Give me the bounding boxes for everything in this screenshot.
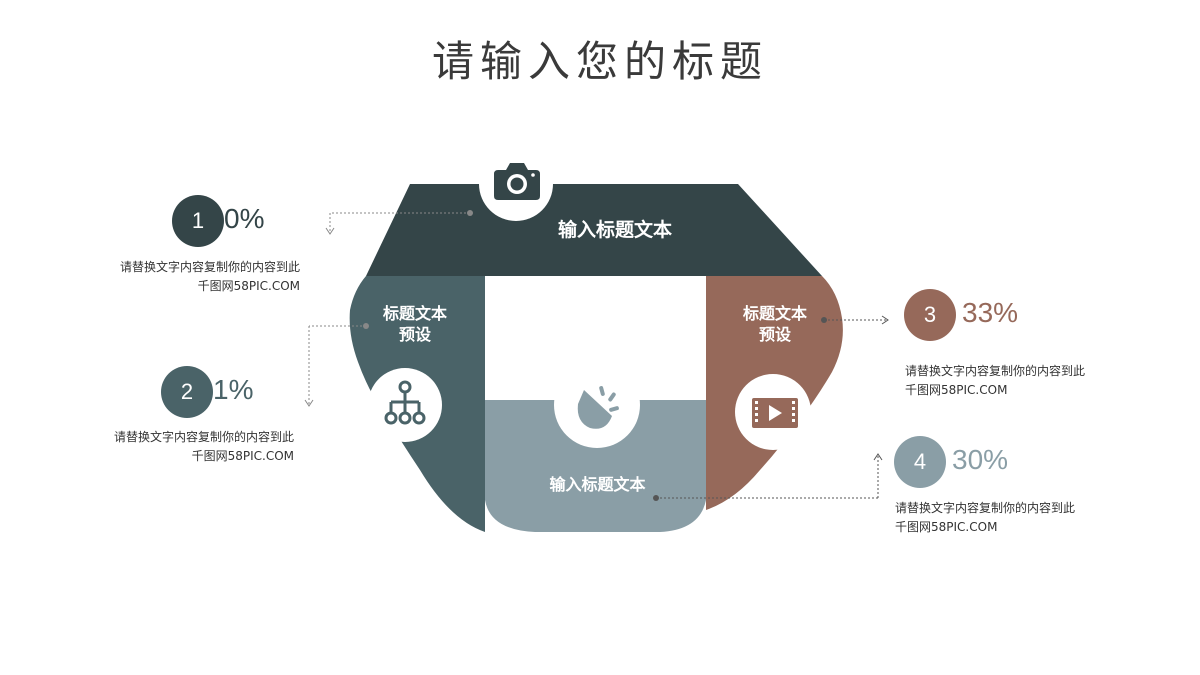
- stat-1-desc-line2: 千图网58PIC.COM: [197, 279, 300, 293]
- video-icon: [752, 398, 798, 428]
- page-title: 请输入您的标题: [431, 37, 768, 86]
- camera-icon: [494, 163, 540, 200]
- connector-3-dot: [821, 317, 827, 323]
- stat-3-desc-line1: 请替换文字内容复制你的内容到此: [905, 364, 1086, 378]
- segment-right-label-line2: 预设: [758, 324, 791, 344]
- stat-1-percent: 0%: [224, 203, 265, 234]
- stat-2-badge: 2: [161, 366, 213, 418]
- connector-1-arrow: [325, 227, 335, 235]
- segment-right-label: 标题文本 预设: [730, 304, 820, 346]
- stat-4-desc-line1: 请替换文字内容复制你的内容到此: [895, 501, 1076, 515]
- stat-4-desc-line2: 千图网58PIC.COM: [895, 520, 998, 534]
- stat-3-desc-line2: 千图网58PIC.COM: [905, 383, 1008, 397]
- segment-left-label-line1: 标题文本: [382, 304, 447, 323]
- stat-2-percent: 1%: [213, 374, 254, 405]
- stat-1-badge: 1: [172, 195, 224, 247]
- stat-2-desc-line1: 请替换文字内容复制你的内容到此: [113, 430, 294, 444]
- segment-top: [366, 184, 822, 276]
- hierarchy-icon: [384, 380, 426, 425]
- segment-left-label: 标题文本 预设: [370, 304, 460, 346]
- stat-4-description: 请替换文字内容复制你的内容到此 千图网58PIC.COM: [895, 499, 1075, 537]
- segment-right-label-line1: 标题文本: [742, 304, 807, 323]
- connector-3-arrow: [881, 315, 889, 325]
- segment-bottom-label: 输入标题文本: [549, 475, 646, 494]
- megaphone-icon: [577, 386, 619, 429]
- stat-3-percent: 33%: [962, 297, 1019, 328]
- stat-2-description: 请替换文字内容复制你的内容到此 千图网58PIC.COM: [102, 428, 294, 466]
- connector-1: [329, 212, 470, 232]
- connector-2-dot: [363, 323, 369, 329]
- stat-1-desc-line1: 请替换文字内容复制你的内容到此: [119, 260, 300, 274]
- connector-1-dot: [467, 210, 473, 216]
- connector-2-arrow: [304, 399, 314, 407]
- stat-4-badge: 4: [894, 436, 946, 488]
- connector-2: [308, 325, 366, 404]
- connector-4: [656, 456, 879, 499]
- stat-1-description: 请替换文字内容复制你的内容到此 千图网58PIC.COM: [108, 258, 300, 296]
- stat-4-percent: 30%: [952, 444, 1009, 475]
- segment-bottom: [485, 400, 706, 532]
- stat-3-description: 请替换文字内容复制你的内容到此 千图网58PIC.COM: [905, 362, 1085, 400]
- connector-4-arrow: [873, 453, 883, 461]
- segment-top-label: 输入标题文本: [557, 219, 672, 241]
- connector-4-dot: [653, 495, 659, 501]
- segment-left-label-line2: 预设: [398, 324, 431, 344]
- stat-3-badge: 3: [904, 289, 956, 341]
- stat-2-desc-line2: 千图网58PIC.COM: [191, 449, 294, 463]
